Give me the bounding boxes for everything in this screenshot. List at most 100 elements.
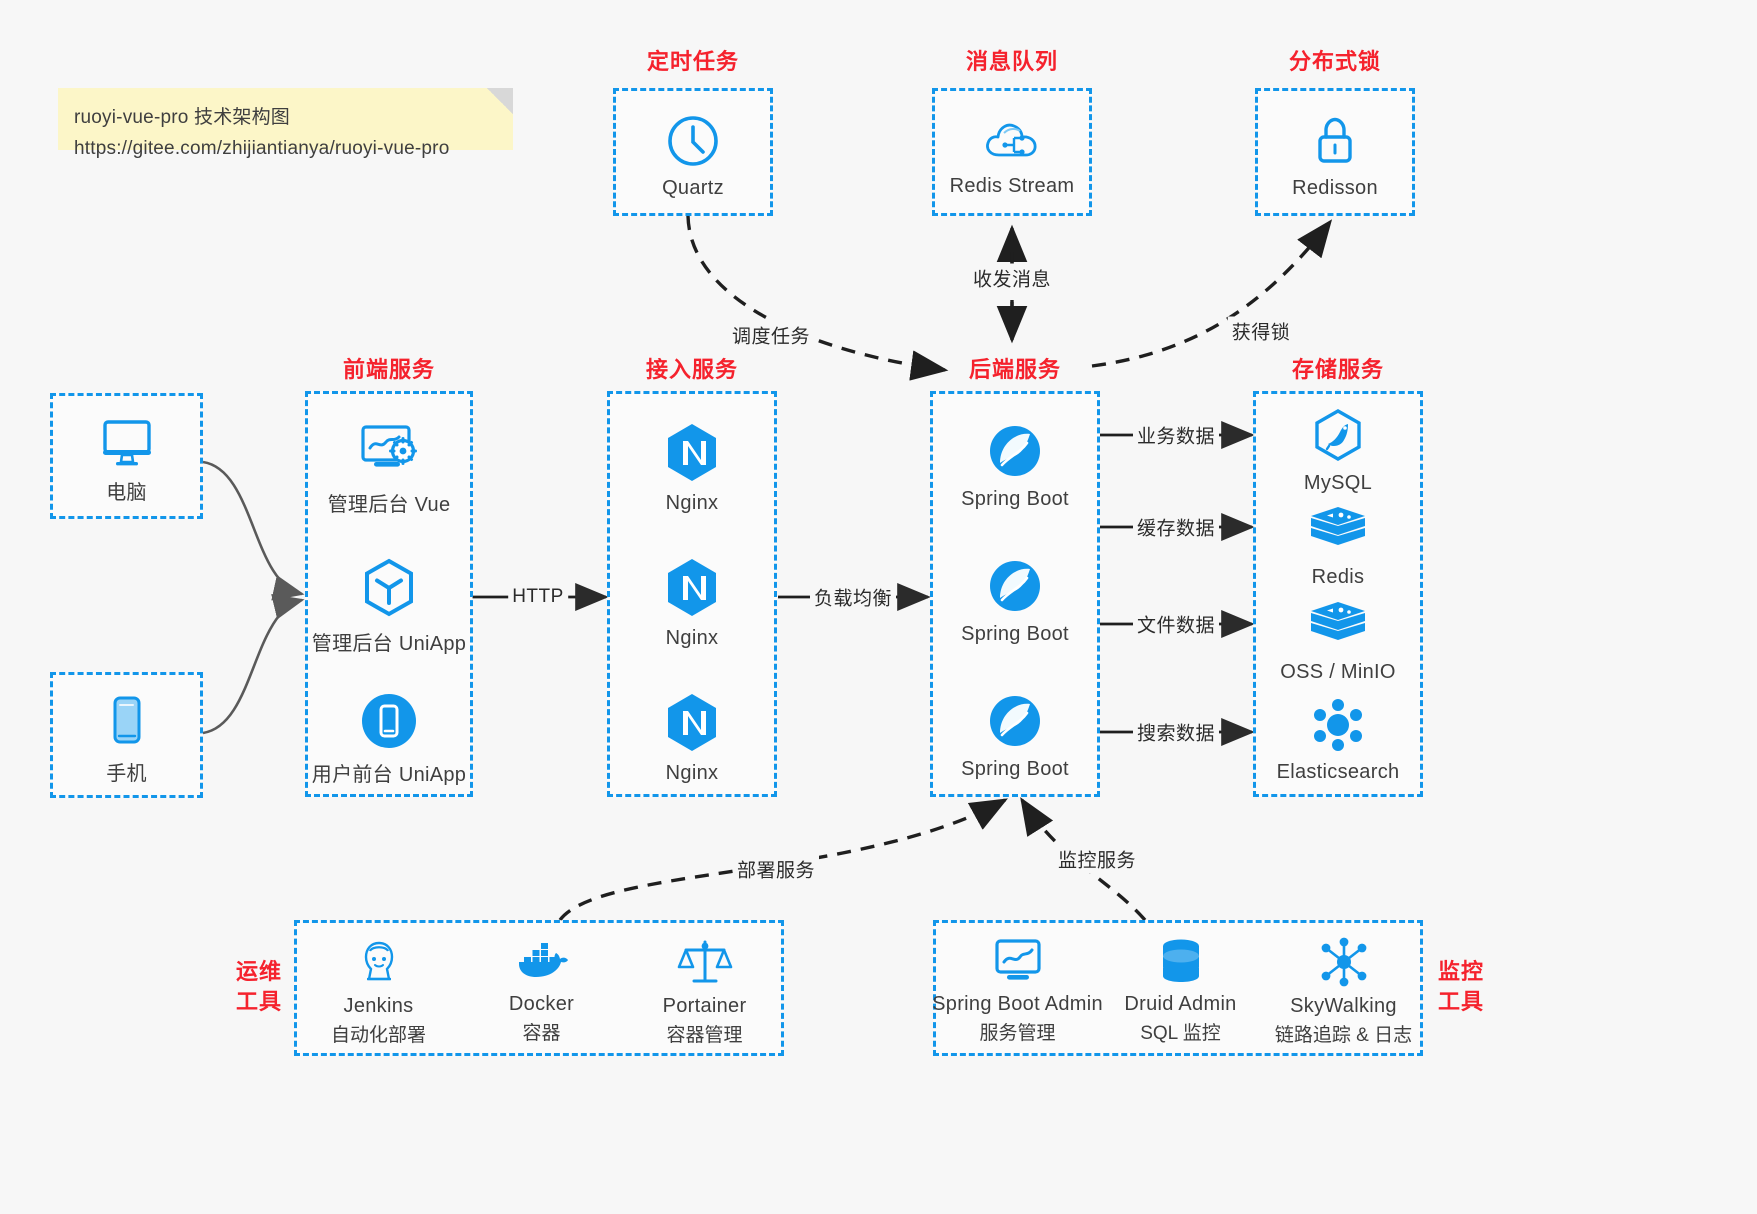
node-label: Redis: [1311, 566, 1365, 588]
group-scheduler: Quartz: [613, 88, 773, 216]
node-spring-boot-1[interactable]: Spring Boot: [933, 422, 1097, 511]
nginx-icon: [668, 424, 716, 481]
oss-minio-icon: [1311, 602, 1365, 640]
node-quartz[interactable]: Quartz: [616, 113, 770, 200]
group-client-mobile: 手机: [50, 672, 203, 798]
node-label: 用户前台 UniApp: [311, 764, 467, 786]
node-sublabel: 链路追踪 & 日志: [1274, 1025, 1413, 1046]
node-oss-minio[interactable]: OSS / MinIO: [1256, 599, 1420, 684]
group-lock: Redisson: [1255, 88, 1415, 216]
node-docker[interactable]: Docker 容器: [460, 937, 623, 1045]
note-line-title: ruoyi-vue-pro 技术架构图: [74, 107, 291, 128]
node-redis[interactable]: Redis: [1256, 504, 1420, 589]
group-gateway: Nginx Nginx Nginx: [607, 391, 777, 797]
spring-boot-icon: [990, 426, 1040, 476]
node-nginx-3[interactable]: Nginx: [610, 692, 774, 785]
node-label: Docker: [508, 993, 575, 1015]
group-title-scheduler: 定时任务: [646, 49, 739, 74]
node-skywalking[interactable]: SkyWalking 链路追踪 & 日志: [1262, 937, 1425, 1047]
jenkins-icon: [364, 941, 393, 981]
group-title-monitor-line1: 监控: [1437, 959, 1484, 984]
dashboard-settings-icon: [361, 425, 417, 467]
node-redisson[interactable]: Redisson: [1258, 113, 1412, 200]
nginx-icon: [668, 559, 716, 616]
edge-label-deploy-service: 部署服务: [732, 854, 820, 884]
desktop-monitor-icon: [102, 420, 151, 466]
edge-label-load-balance: 负载均衡: [809, 582, 897, 612]
portainer-scale-icon: [677, 940, 732, 983]
mobile-app-icon: [362, 694, 416, 748]
node-druid-admin[interactable]: Druid Admin SQL 监控: [1099, 937, 1262, 1045]
node-label: MySQL: [1303, 472, 1373, 494]
note-fold-corner: [487, 88, 513, 114]
group-title-monitor: 监控 工具: [1430, 957, 1492, 1017]
node-spring-boot-3[interactable]: Spring Boot: [933, 692, 1097, 781]
group-backend: Spring Boot Spring Boot Spring Boot: [930, 391, 1100, 797]
node-admin-vue[interactable]: 管理后台 Vue: [308, 422, 470, 517]
diagram-note: ruoyi-vue-pro 技术架构图 https://gitee.com/zh…: [58, 88, 513, 159]
group-monitor: Spring Boot Admin 服务管理 Druid Admin SQL 监…: [932, 920, 1425, 1056]
edge-label-file-data: 文件数据: [1132, 609, 1220, 639]
node-admin-uniapp[interactable]: 管理后台 UniApp: [308, 557, 470, 656]
group-title-storage: 存储服务: [1291, 357, 1384, 382]
node-spring-boot-admin[interactable]: Spring Boot Admin 服务管理: [932, 937, 1103, 1045]
node-sublabel: 容器管理: [666, 1025, 743, 1046]
node-nginx-1[interactable]: Nginx: [610, 422, 774, 515]
node-label: Nginx: [665, 492, 719, 514]
node-portainer[interactable]: Portainer 容器管理: [623, 937, 786, 1047]
node-mysql[interactable]: MySQL: [1256, 408, 1420, 495]
node-label: 管理后台 Vue: [327, 494, 451, 516]
clock-icon: [668, 116, 718, 166]
node-sublabel: SQL 监控: [1140, 1023, 1221, 1044]
group-frontend: 管理后台 Vue 管理后台 UniApp 用户前台 UniApp: [305, 391, 473, 797]
edge-label-search-data: 搜索数据: [1132, 717, 1220, 747]
node-mobile[interactable]: 手机: [53, 695, 200, 786]
node-label: 管理后台 UniApp: [311, 633, 467, 655]
docker-icon: [518, 943, 568, 977]
mobile-phone-icon: [113, 696, 140, 744]
group-title-devops-line2: 工具: [235, 989, 282, 1014]
group-title-frontend: 前端服务: [342, 357, 435, 382]
skywalking-icon: [1321, 937, 1366, 987]
node-desktop[interactable]: 电脑: [53, 416, 200, 505]
node-jenkins[interactable]: Jenkins 自动化部署: [297, 937, 460, 1047]
node-label: SkyWalking: [1290, 995, 1397, 1017]
node-label: Nginx: [665, 627, 719, 649]
node-nginx-2[interactable]: Nginx: [610, 557, 774, 650]
group-devops: Jenkins 自动化部署 Docker 容器: [294, 920, 784, 1056]
group-title-devops: 运维 工具: [228, 957, 290, 1017]
edge-label-http: HTTP: [508, 585, 568, 609]
node-label: Spring Boot: [961, 623, 1069, 645]
group-title-lock: 分布式锁: [1288, 49, 1381, 74]
edge-label-send-receive-message: 收发消息: [968, 263, 1056, 293]
node-label: Jenkins: [343, 995, 414, 1017]
edge-label-business-data: 业务数据: [1132, 420, 1220, 450]
node-label: Quartz: [662, 177, 724, 199]
node-redis-stream[interactable]: Redis Stream: [935, 113, 1089, 198]
node-sublabel: 服务管理: [979, 1023, 1056, 1044]
node-label: Portainer: [662, 995, 747, 1017]
admin-monitor-icon: [994, 939, 1041, 980]
edge-label-schedule-task: 调度任务: [727, 320, 815, 350]
group-title-backend: 后端服务: [968, 357, 1061, 382]
redis-icon: [1311, 507, 1365, 545]
node-sublabel: 容器: [522, 1023, 561, 1044]
group-client-desktop: 电脑: [50, 393, 203, 519]
group-mq: Redis Stream: [932, 88, 1092, 216]
nginx-icon: [668, 694, 716, 751]
elasticsearch-icon: [1314, 699, 1362, 751]
lock-icon: [1318, 117, 1352, 163]
group-title-monitor-line2: 工具: [1437, 989, 1484, 1014]
spring-boot-icon: [990, 561, 1040, 611]
node-label: Spring Boot: [961, 488, 1069, 510]
node-user-uniapp[interactable]: 用户前台 UniApp: [308, 692, 470, 787]
node-spring-boot-2[interactable]: Spring Boot: [933, 557, 1097, 646]
edge-label-acquire-lock: 获得锁: [1227, 316, 1295, 346]
node-elasticsearch[interactable]: Elasticsearch: [1256, 697, 1420, 784]
edge-label-cache-data: 缓存数据: [1132, 512, 1220, 542]
node-sublabel: 自动化部署: [330, 1025, 426, 1046]
node-label: 电脑: [106, 482, 147, 504]
node-label: Elasticsearch: [1276, 761, 1400, 783]
mysql-icon: [1315, 409, 1361, 461]
